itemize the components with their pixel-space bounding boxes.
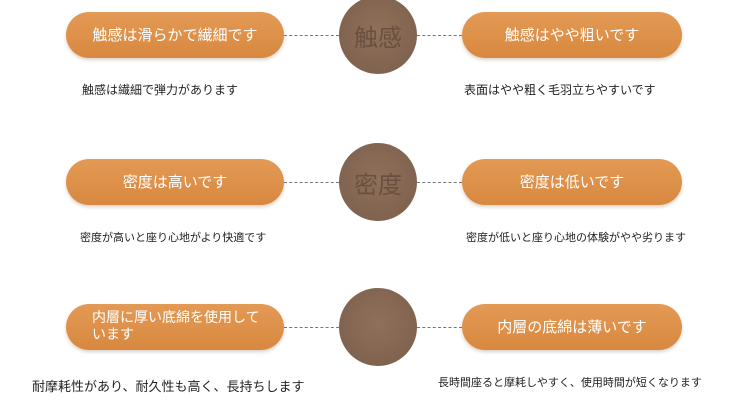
- connector-line: [284, 327, 339, 328]
- left-desc-density: 密度が高いと座り心地がより快適です: [80, 231, 267, 244]
- connector-line: [284, 35, 339, 36]
- right-label-texture: 触感はやや粗いです: [462, 12, 682, 58]
- left-desc-texture: 触感は繊細で弾力があります: [82, 83, 239, 97]
- center-circle-density: 密度: [339, 143, 417, 221]
- connector-line: [284, 182, 339, 183]
- left-label-density: 密度は高いです: [66, 159, 284, 205]
- right-desc-density: 密度が低いと座り心地の体験がやや劣ります: [466, 231, 686, 244]
- right-label-density: 密度は低いです: [462, 159, 682, 205]
- right-desc-padding: 長時間座ると摩耗しやすく、使用時間が短くなります: [438, 376, 702, 389]
- center-circle-padding: [339, 288, 417, 366]
- left-desc-padding: 耐摩耗性があり、耐久性も高く、長持ちします: [32, 380, 305, 395]
- right-desc-texture: 表面はやや粗く毛羽立ちやすいです: [464, 83, 656, 97]
- connector-line: [417, 327, 462, 328]
- connector-line: [417, 182, 462, 183]
- left-label-texture: 触感は滑らかで繊細です: [66, 12, 284, 58]
- left-label-padding: 内層に厚い底綿を使用しています: [66, 304, 284, 350]
- right-label-padding: 内層の底綿は薄いです: [462, 304, 682, 350]
- connector-line: [417, 35, 462, 36]
- center-circle-texture: 触感: [339, 0, 417, 74]
